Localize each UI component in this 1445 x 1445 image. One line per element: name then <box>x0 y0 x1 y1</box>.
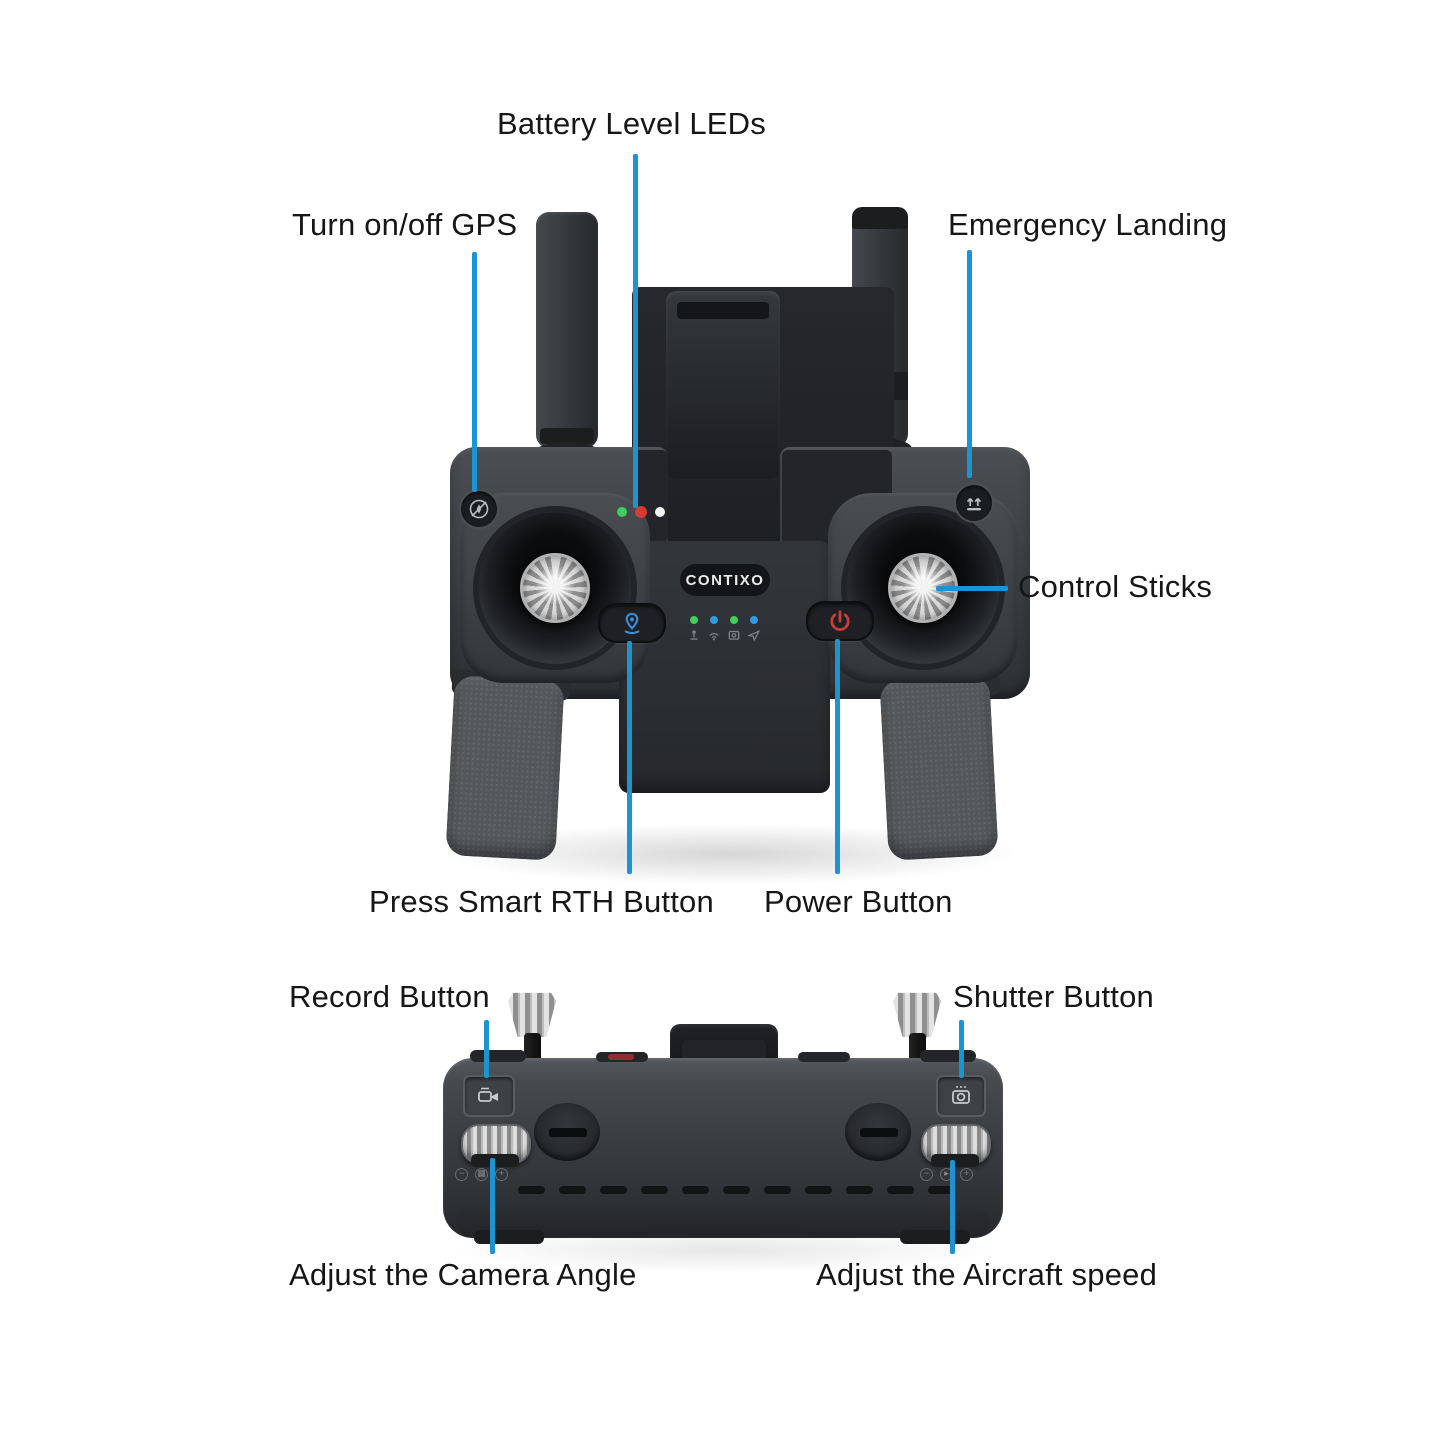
back-red-switch <box>608 1054 634 1060</box>
back-top-tab-midright <box>798 1052 850 1062</box>
status-icon-photo <box>727 628 741 642</box>
record-button <box>463 1075 515 1117</box>
status-icon-joystick <box>687 628 701 642</box>
left-antenna-hinge <box>540 428 594 444</box>
left-antenna-knob <box>508 992 556 1037</box>
phone-clamp-lip <box>677 302 769 319</box>
status-led-3 <box>730 616 738 624</box>
label-battery-leds: Battery Level LEDs <box>497 106 766 141</box>
back-top-tab-left <box>470 1050 526 1062</box>
status-icon-plane <box>747 628 761 642</box>
left-disc-slot <box>549 1128 587 1137</box>
label-power: Power Button <box>764 884 953 919</box>
phone-clamp-jaw <box>666 291 780 479</box>
back-top-tab-right <box>920 1050 976 1062</box>
callout-line-speed <box>950 1160 955 1254</box>
battery-led-white <box>655 507 665 517</box>
callout-line-emergency <box>967 250 972 478</box>
callout-line-gps <box>472 252 477 492</box>
callout-line-power <box>835 639 840 874</box>
callout-line-record <box>484 1020 489 1078</box>
left-control-stick <box>520 553 590 623</box>
gps-off-icon <box>467 497 491 521</box>
gps-button <box>459 489 499 529</box>
callout-line-shutter <box>959 1020 964 1078</box>
camera-angle-markings: −▦+ <box>455 1168 508 1181</box>
rth-pin-icon <box>619 610 645 636</box>
brand-logo-text: CONTIXO <box>685 571 765 589</box>
label-gps: Turn on/off GPS <box>292 207 518 242</box>
right-antenna-tip <box>852 207 908 229</box>
aircraft-speed-wheel-housing <box>931 1154 979 1167</box>
label-shutter: Shutter Button <box>953 979 1154 1014</box>
label-record: Record Button <box>289 979 490 1014</box>
callout-line-camera-angle <box>490 1158 495 1254</box>
callout-line-rth <box>627 641 632 874</box>
right-antenna-knob <box>893 992 941 1037</box>
battery-led-green <box>617 507 627 517</box>
emergency-landing-icon <box>962 491 986 515</box>
label-aircraft-speed: Adjust the Aircraft speed <box>816 1257 1158 1292</box>
brand-logo: CONTIXO <box>680 564 770 596</box>
label-rth: Press Smart RTH Button <box>369 884 714 919</box>
status-led-2 <box>710 616 718 624</box>
right-disc-slot <box>860 1128 898 1137</box>
speed-markings: −▸+ <box>920 1168 973 1181</box>
front-figure-shadow <box>430 822 1030 886</box>
smart-rth-button <box>598 603 666 643</box>
record-icon <box>476 1085 502 1107</box>
callout-line-sticks <box>936 586 1008 591</box>
shutter-button <box>936 1075 986 1117</box>
label-emergency: Emergency Landing <box>948 207 1228 242</box>
left-antenna <box>536 212 598 448</box>
vent-slots <box>518 1186 955 1194</box>
camera-icon <box>949 1084 973 1108</box>
back-figure-shadow <box>440 1226 1010 1274</box>
power-button <box>806 601 874 641</box>
battery-led-red <box>635 506 647 518</box>
label-control-sticks: Control Sticks <box>1018 569 1213 604</box>
status-led-4 <box>750 616 758 624</box>
status-led-1 <box>690 616 698 624</box>
camera-angle-wheel-housing <box>471 1154 519 1167</box>
callout-line-battery <box>633 154 638 508</box>
power-icon <box>827 608 853 634</box>
emergency-landing-button <box>954 483 994 523</box>
status-icon-signal <box>707 628 721 642</box>
label-camera-angle: Adjust the Camera Angle <box>289 1257 637 1292</box>
